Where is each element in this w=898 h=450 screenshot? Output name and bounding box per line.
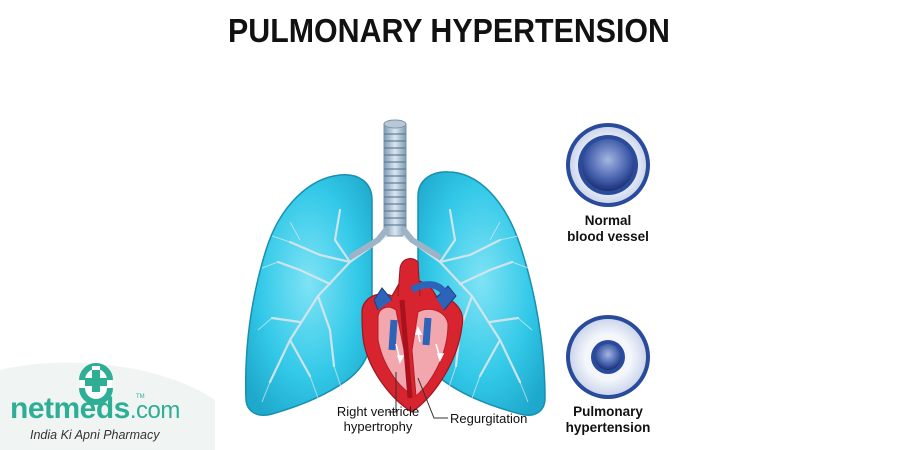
brand-tld: .com [129, 397, 181, 424]
normal-vessel-label: Normal blood vessel [548, 213, 668, 245]
leader-regurgitation [417, 377, 448, 419]
right-ventricle-label: Right ventricle hypertrophy [328, 404, 428, 434]
pulmonary-hypertension-label-line2: hypertension [565, 420, 651, 435]
brand-tagline: India Ki Apni Pharmacy [30, 428, 160, 442]
right-ventricle-label-line1: Right ventricle [336, 404, 420, 419]
leader-right-ventricle [388, 372, 397, 413]
brand-backdrop [0, 362, 215, 450]
pulmonary-hypertension-label: Pulmonary hypertension [548, 404, 668, 436]
brand-trademark: TM [136, 394, 145, 400]
page-title: PULMONARY HYPERTENSION [228, 12, 670, 49]
right-ventricle-label-line2: hypertrophy [343, 419, 413, 434]
pulmonary-hypertension-label-line1: Pulmonary [573, 404, 643, 419]
heart [361, 258, 464, 413]
normal-vessel-icon [566, 123, 650, 207]
main-bronchi [349, 227, 441, 259]
left-lung [244, 174, 373, 416]
normal-vessel-label-line2: blood vessel [567, 229, 649, 244]
netmeds-logo-icon [79, 363, 113, 405]
brand-logo-text: netmeds.com [10, 392, 180, 426]
brand-name: netmeds [10, 392, 130, 425]
narrowed-vessel-icon [566, 315, 650, 399]
regurgitation-label: Regurgitation [450, 411, 528, 426]
trachea [383, 119, 407, 237]
normal-vessel-label-line1: Normal [584, 213, 632, 228]
